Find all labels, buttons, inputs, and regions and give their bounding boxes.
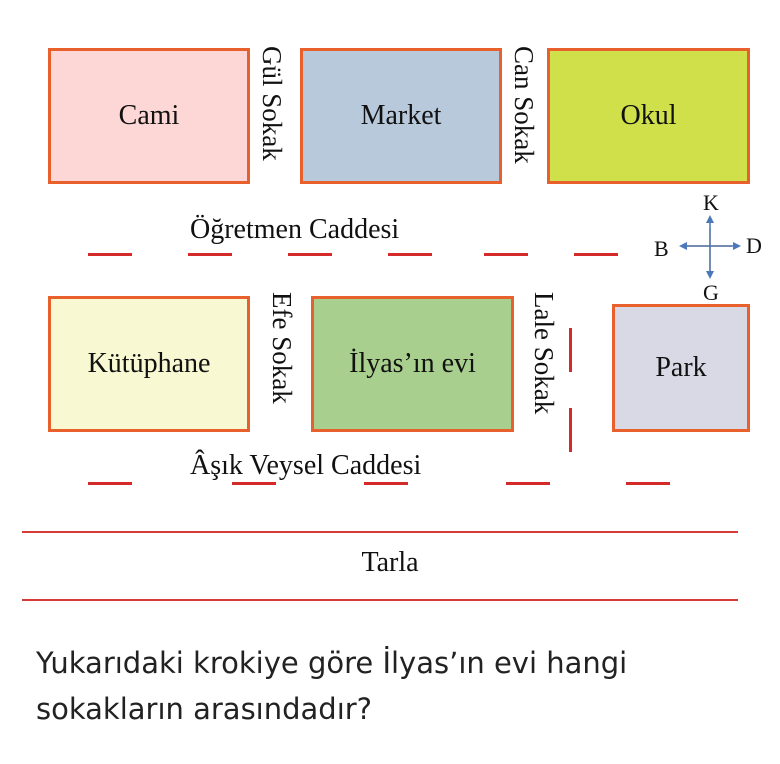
block-park: Park [612,304,750,432]
block-cami: Cami [48,48,250,184]
street-gul-sokak: Gül Sokak [257,46,287,161]
road-dash [232,482,276,485]
compass-south-label: G [703,280,719,305]
road-dash-vertical [569,328,572,372]
road-dash-vertical [569,408,572,452]
road-dash [574,253,618,256]
block-ilyas-evi-label: İlyas’ın evi [349,348,476,379]
street-lale-sokak: Lale Sokak [529,292,559,415]
road-dash [88,482,132,485]
road-dash [626,482,670,485]
block-kutuphane: Kütüphane [48,296,250,432]
compass-east-label: D [746,233,762,258]
street-efe-sokak: Efe Sokak [267,292,297,404]
block-okul-label: Okul [620,100,677,131]
question-line-2: sokakların arasındadır? [36,692,373,726]
road-dash [388,253,432,256]
compass-arrows-icon [679,215,741,279]
street-can-sokak: Can Sokak [509,46,539,164]
road-dash [88,253,132,256]
block-market: Market [300,48,502,184]
question-line-1: Yukarıdaki krokiye göre İlyas’ın evi han… [36,646,628,680]
road-dash [364,482,408,485]
field-label: Tarla [361,547,419,578]
block-cami-label: Cami [118,100,180,131]
road-dash [484,253,528,256]
street-asik-veysel-caddesi: Âşık Veysel Caddesi [190,450,422,481]
street-ogretmen-caddesi: Öğretmen Caddesi [190,214,400,245]
road-dash [506,482,550,485]
field-top-line [22,531,738,533]
road-dash [188,253,232,256]
block-ilyas-evi: İlyas’ın evi [311,296,514,432]
question-text: Yukarıdaki krokiye göre İlyas’ın evi han… [36,640,756,732]
road-dash [288,253,332,256]
field-bottom-line [22,599,738,601]
block-park-label: Park [655,352,707,383]
block-market-label: Market [360,100,442,131]
block-kutuphane-label: Kütüphane [87,348,211,379]
compass: K G D B [654,190,770,305]
compass-west-label: B [654,236,669,261]
block-okul: Okul [547,48,750,184]
compass-north-label: K [703,190,719,215]
